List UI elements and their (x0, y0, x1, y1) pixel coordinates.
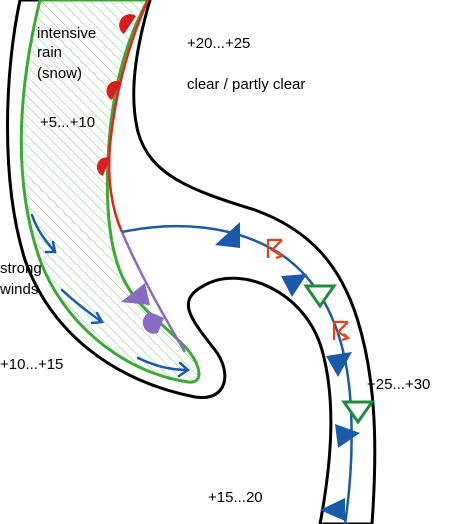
sky-condition-label: clear / partly clear (187, 76, 305, 93)
temp-bottom-label: +15...20 (208, 489, 263, 506)
wind-arrow-icon (136, 356, 191, 378)
wind-arrows (30, 213, 191, 378)
cold-front-line (121, 224, 353, 524)
temp-right-label: +25...+30 (367, 376, 430, 393)
cold-front-marks (215, 222, 360, 521)
occluded-front-line (120, 231, 187, 353)
intensive-label-line1: intensive (37, 25, 96, 42)
intensive-label-line2: rain (37, 44, 62, 61)
temp-top-right-label: +20...+25 (187, 35, 250, 52)
strong-winds-label-line1: strong (0, 260, 42, 277)
strong-winds-label-line2: winds (0, 281, 38, 298)
wind-arrow-icon (60, 288, 105, 325)
occluded-front-marks (121, 283, 164, 334)
cloud-system-outline (6, 0, 377, 524)
shower-triangle-icon (303, 284, 337, 309)
warm-front-marks (96, 14, 136, 176)
temp-left-label: +10...+15 (0, 356, 63, 373)
intensive-label-line3: (snow) (37, 65, 82, 82)
thunderstorm-icon (332, 320, 351, 342)
warm-front-line (107, 0, 150, 233)
temp-upper-left-label: +5...+10 (40, 114, 95, 131)
wind-arrow-icon (30, 213, 57, 254)
thunderstorm-icon (266, 238, 285, 260)
shower-triangle-icon (341, 400, 375, 425)
